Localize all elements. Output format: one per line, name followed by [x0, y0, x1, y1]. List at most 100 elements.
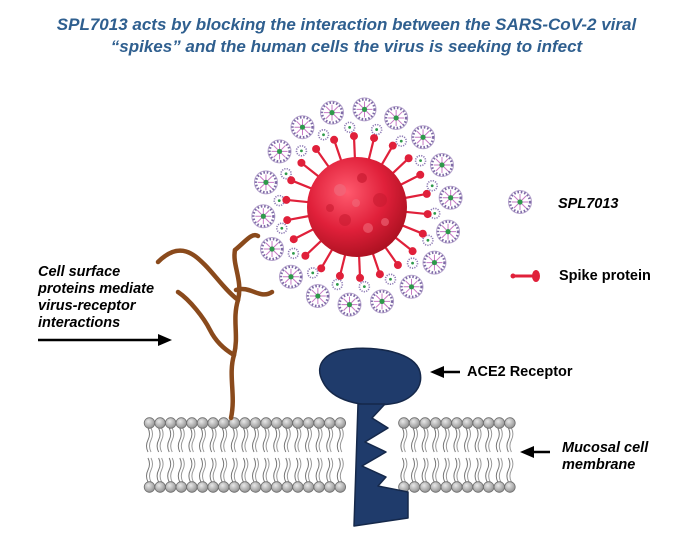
lipid-tail [474, 457, 479, 483]
lipid-tail [156, 457, 161, 483]
cell-surface-label-line-2: proteins mediate [38, 281, 155, 297]
spl7013-molecule [305, 283, 331, 309]
lipid-tail [167, 427, 172, 453]
spike-head [312, 144, 321, 153]
lipid-head [164, 481, 177, 493]
lipid-tail [498, 457, 503, 483]
spl7013-molecule [429, 152, 455, 178]
lipid-tail [453, 457, 458, 483]
lipid-tail [474, 427, 479, 453]
spike-head [356, 273, 365, 282]
spl7013-molecule [336, 291, 363, 318]
lipid-head [504, 417, 516, 429]
lipid-tail [495, 457, 500, 483]
lipid-tail [252, 457, 256, 483]
spl7013-molecule-small [358, 280, 371, 293]
lipid-tail [265, 427, 270, 453]
lipid-head [398, 417, 410, 429]
lipid-tail [241, 457, 246, 483]
cell-surface-label: Cell surface proteins mediate virus-rece… [38, 264, 154, 332]
lipid-head [186, 481, 198, 493]
lipid-tail [400, 427, 405, 453]
lipid-head [281, 417, 294, 429]
lipid-tail [199, 427, 203, 453]
lipid-head [175, 481, 188, 493]
lipid-tail [199, 457, 203, 483]
lipid-tail [308, 457, 312, 483]
lipid-tail [209, 457, 214, 483]
lipid-head [260, 481, 272, 493]
cell-surface-label-line-1: Cell surface [38, 264, 121, 280]
lipid-tail [403, 427, 408, 453]
lipid-tail [421, 457, 426, 483]
lipid-tail [336, 457, 341, 483]
lipid-head [292, 417, 304, 429]
lipid-tail [286, 457, 291, 483]
lipid-tail [326, 427, 331, 453]
lipid-tail [180, 457, 185, 483]
lipid-tail [156, 427, 161, 453]
lipid-head [408, 417, 421, 429]
lipid-tail [273, 457, 278, 483]
lipid-tail [149, 427, 153, 453]
lipid-head [196, 417, 209, 429]
lipid-tail [297, 427, 302, 453]
lipid-tail [283, 457, 288, 483]
lipid-tail [220, 457, 225, 483]
spike-head [404, 154, 413, 163]
lipid-tail [477, 427, 482, 453]
lipid-tail [467, 427, 471, 453]
lipid-tail [403, 457, 408, 483]
ace2-arrow [430, 366, 460, 378]
lipid-tail [283, 427, 288, 453]
spl7013-molecule-small [331, 278, 344, 291]
spl7013-molecule-small [370, 123, 383, 136]
membrane-lipid-heads [143, 417, 516, 493]
spike-head [349, 132, 358, 141]
lipid-head [249, 481, 262, 493]
lipid-tail [477, 457, 482, 483]
lipid-tail [308, 427, 312, 453]
spike-head [335, 271, 344, 280]
lipid-tail [424, 427, 429, 453]
spl7013-molecule-small [384, 273, 397, 286]
spike-head [388, 141, 397, 150]
lipid-head [493, 417, 506, 429]
lipid-tail [170, 427, 175, 453]
lipid-tail [244, 427, 249, 453]
lipid-head [207, 481, 219, 493]
lipid-tail [445, 427, 450, 453]
lipid-tail [159, 457, 164, 483]
lipid-tail [230, 457, 235, 483]
lipid-head [175, 417, 188, 429]
spike-head [289, 235, 298, 244]
title-line-2: “spikes” and the human cells the virus i… [110, 37, 583, 56]
lipid-tail [464, 457, 468, 483]
lipid-tail [305, 427, 309, 453]
spike-head [317, 264, 326, 273]
lipid-head [451, 481, 463, 493]
lipid-head [419, 481, 431, 493]
lipid-tail [456, 457, 461, 483]
lipid-tail [435, 427, 440, 453]
lipid-head [217, 481, 230, 493]
lipid-tail [411, 427, 415, 453]
lipid-tail [339, 427, 344, 453]
lipid-head [217, 417, 230, 429]
sars-cov-2-virus [307, 157, 407, 257]
lipid-head [504, 481, 516, 493]
lipid-tail [421, 427, 426, 453]
lipid-tail [464, 427, 468, 453]
ace2-receptor-label: ACE2 Receptor [467, 364, 573, 380]
spl7013-molecule-small [306, 267, 319, 279]
lipid-tail [488, 457, 493, 483]
lipid-tail [149, 457, 153, 483]
lipid-tail [509, 457, 514, 483]
lipid-tail [188, 457, 193, 483]
lipid-tail [241, 427, 246, 453]
lipid-tail [485, 427, 490, 453]
spl7013-molecule [289, 114, 316, 140]
lipid-head [207, 417, 219, 429]
lipid-tail [265, 457, 270, 483]
lipid-head [260, 417, 272, 429]
